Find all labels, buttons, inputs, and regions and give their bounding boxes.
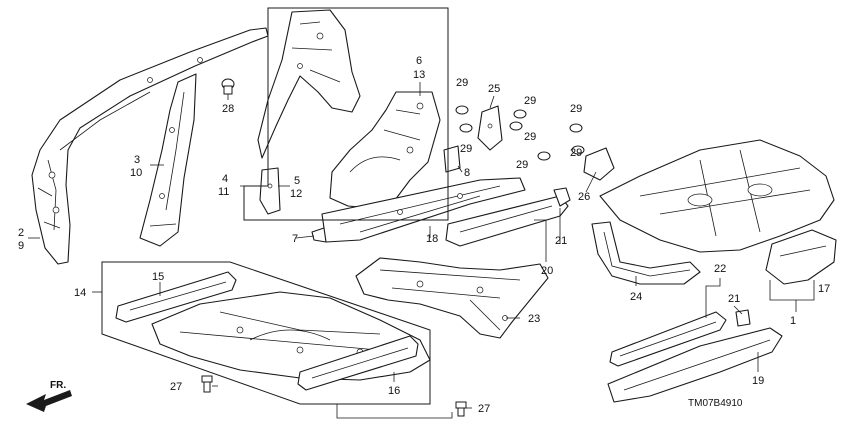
bolt-28	[221, 78, 235, 95]
bolt-29e	[569, 123, 583, 133]
group-frame-upper	[243, 7, 449, 221]
part-floor-cross-15	[115, 271, 237, 323]
callout-3: 3	[134, 154, 140, 166]
part-clip-21	[553, 187, 571, 207]
callout-22: 22	[714, 263, 726, 275]
part-bracket-8	[443, 145, 461, 173]
callout-15: 15	[152, 271, 164, 283]
callout-27a: 27	[170, 381, 182, 393]
part-outer-side-panel	[31, 27, 269, 265]
leader-lines	[28, 82, 815, 419]
part-rear-frame-24	[591, 221, 701, 285]
part-sill-19	[607, 327, 783, 403]
callout-19: 19	[752, 375, 764, 387]
part-rear-inner-panel	[257, 9, 361, 159]
callout-29f: 29	[516, 159, 528, 171]
part-bracket-5	[259, 167, 281, 215]
callout-16: 16	[388, 385, 400, 397]
callout-29d: 29	[524, 95, 536, 107]
callout-29b: 29	[460, 143, 472, 155]
bolt-29d	[513, 109, 527, 119]
callout-25: 25	[488, 83, 500, 95]
bolt-29g	[571, 145, 585, 155]
diagram-code: TM07B4910	[688, 398, 743, 409]
callout-21a: 21	[555, 235, 567, 247]
callout-29g: 29	[570, 147, 582, 159]
callout-20: 20	[541, 265, 553, 277]
part-bracket-26	[583, 147, 615, 181]
bolt-29c	[509, 121, 523, 131]
callout-10: 10	[130, 167, 142, 179]
callout-13: 13	[413, 69, 425, 81]
callout-27b: 27	[478, 403, 490, 415]
front-direction-label: FR.	[50, 380, 66, 391]
callout-12: 12	[290, 188, 302, 200]
callout-2: 2	[18, 227, 24, 239]
callout-6: 6	[416, 55, 422, 67]
callout-8: 8	[464, 167, 470, 179]
callout-1: 1	[790, 315, 796, 327]
callout-11: 11	[218, 186, 229, 198]
part-clip-21b	[735, 309, 751, 327]
part-rear-floor-1	[599, 139, 835, 253]
bolt-27b	[455, 401, 467, 417]
part-side-frame-18	[321, 177, 526, 243]
part-center-pillar	[139, 73, 197, 247]
callout-23: 23	[528, 313, 540, 325]
front-direction-arrow-icon	[26, 390, 72, 412]
callout-29a: 29	[456, 77, 468, 89]
group-frame-floor	[101, 261, 431, 405]
bolt-29a	[455, 105, 469, 115]
part-floor-cross-16	[297, 335, 419, 391]
callout-29e: 29	[570, 103, 582, 115]
callout-28: 28	[222, 103, 234, 115]
bolt-29b	[459, 123, 473, 133]
part-bracket-25	[477, 105, 503, 151]
callout-17: 17	[818, 283, 830, 295]
bolt-27a	[201, 375, 213, 393]
part-rear-floor-17	[765, 229, 837, 285]
callout-9: 9	[18, 240, 24, 252]
part-cross-member-23	[355, 257, 549, 339]
callout-5: 5	[294, 175, 300, 187]
bolt-29f	[537, 151, 551, 161]
part-sill-22	[609, 311, 727, 367]
callout-4: 4	[222, 173, 228, 185]
callout-7: 7	[292, 233, 298, 245]
callout-18: 18	[426, 233, 438, 245]
callout-26: 26	[578, 191, 590, 203]
callout-29c: 29	[524, 131, 536, 143]
callout-14: 14	[74, 287, 86, 299]
callout-21b: 21	[728, 293, 740, 305]
callout-24: 24	[630, 291, 642, 303]
